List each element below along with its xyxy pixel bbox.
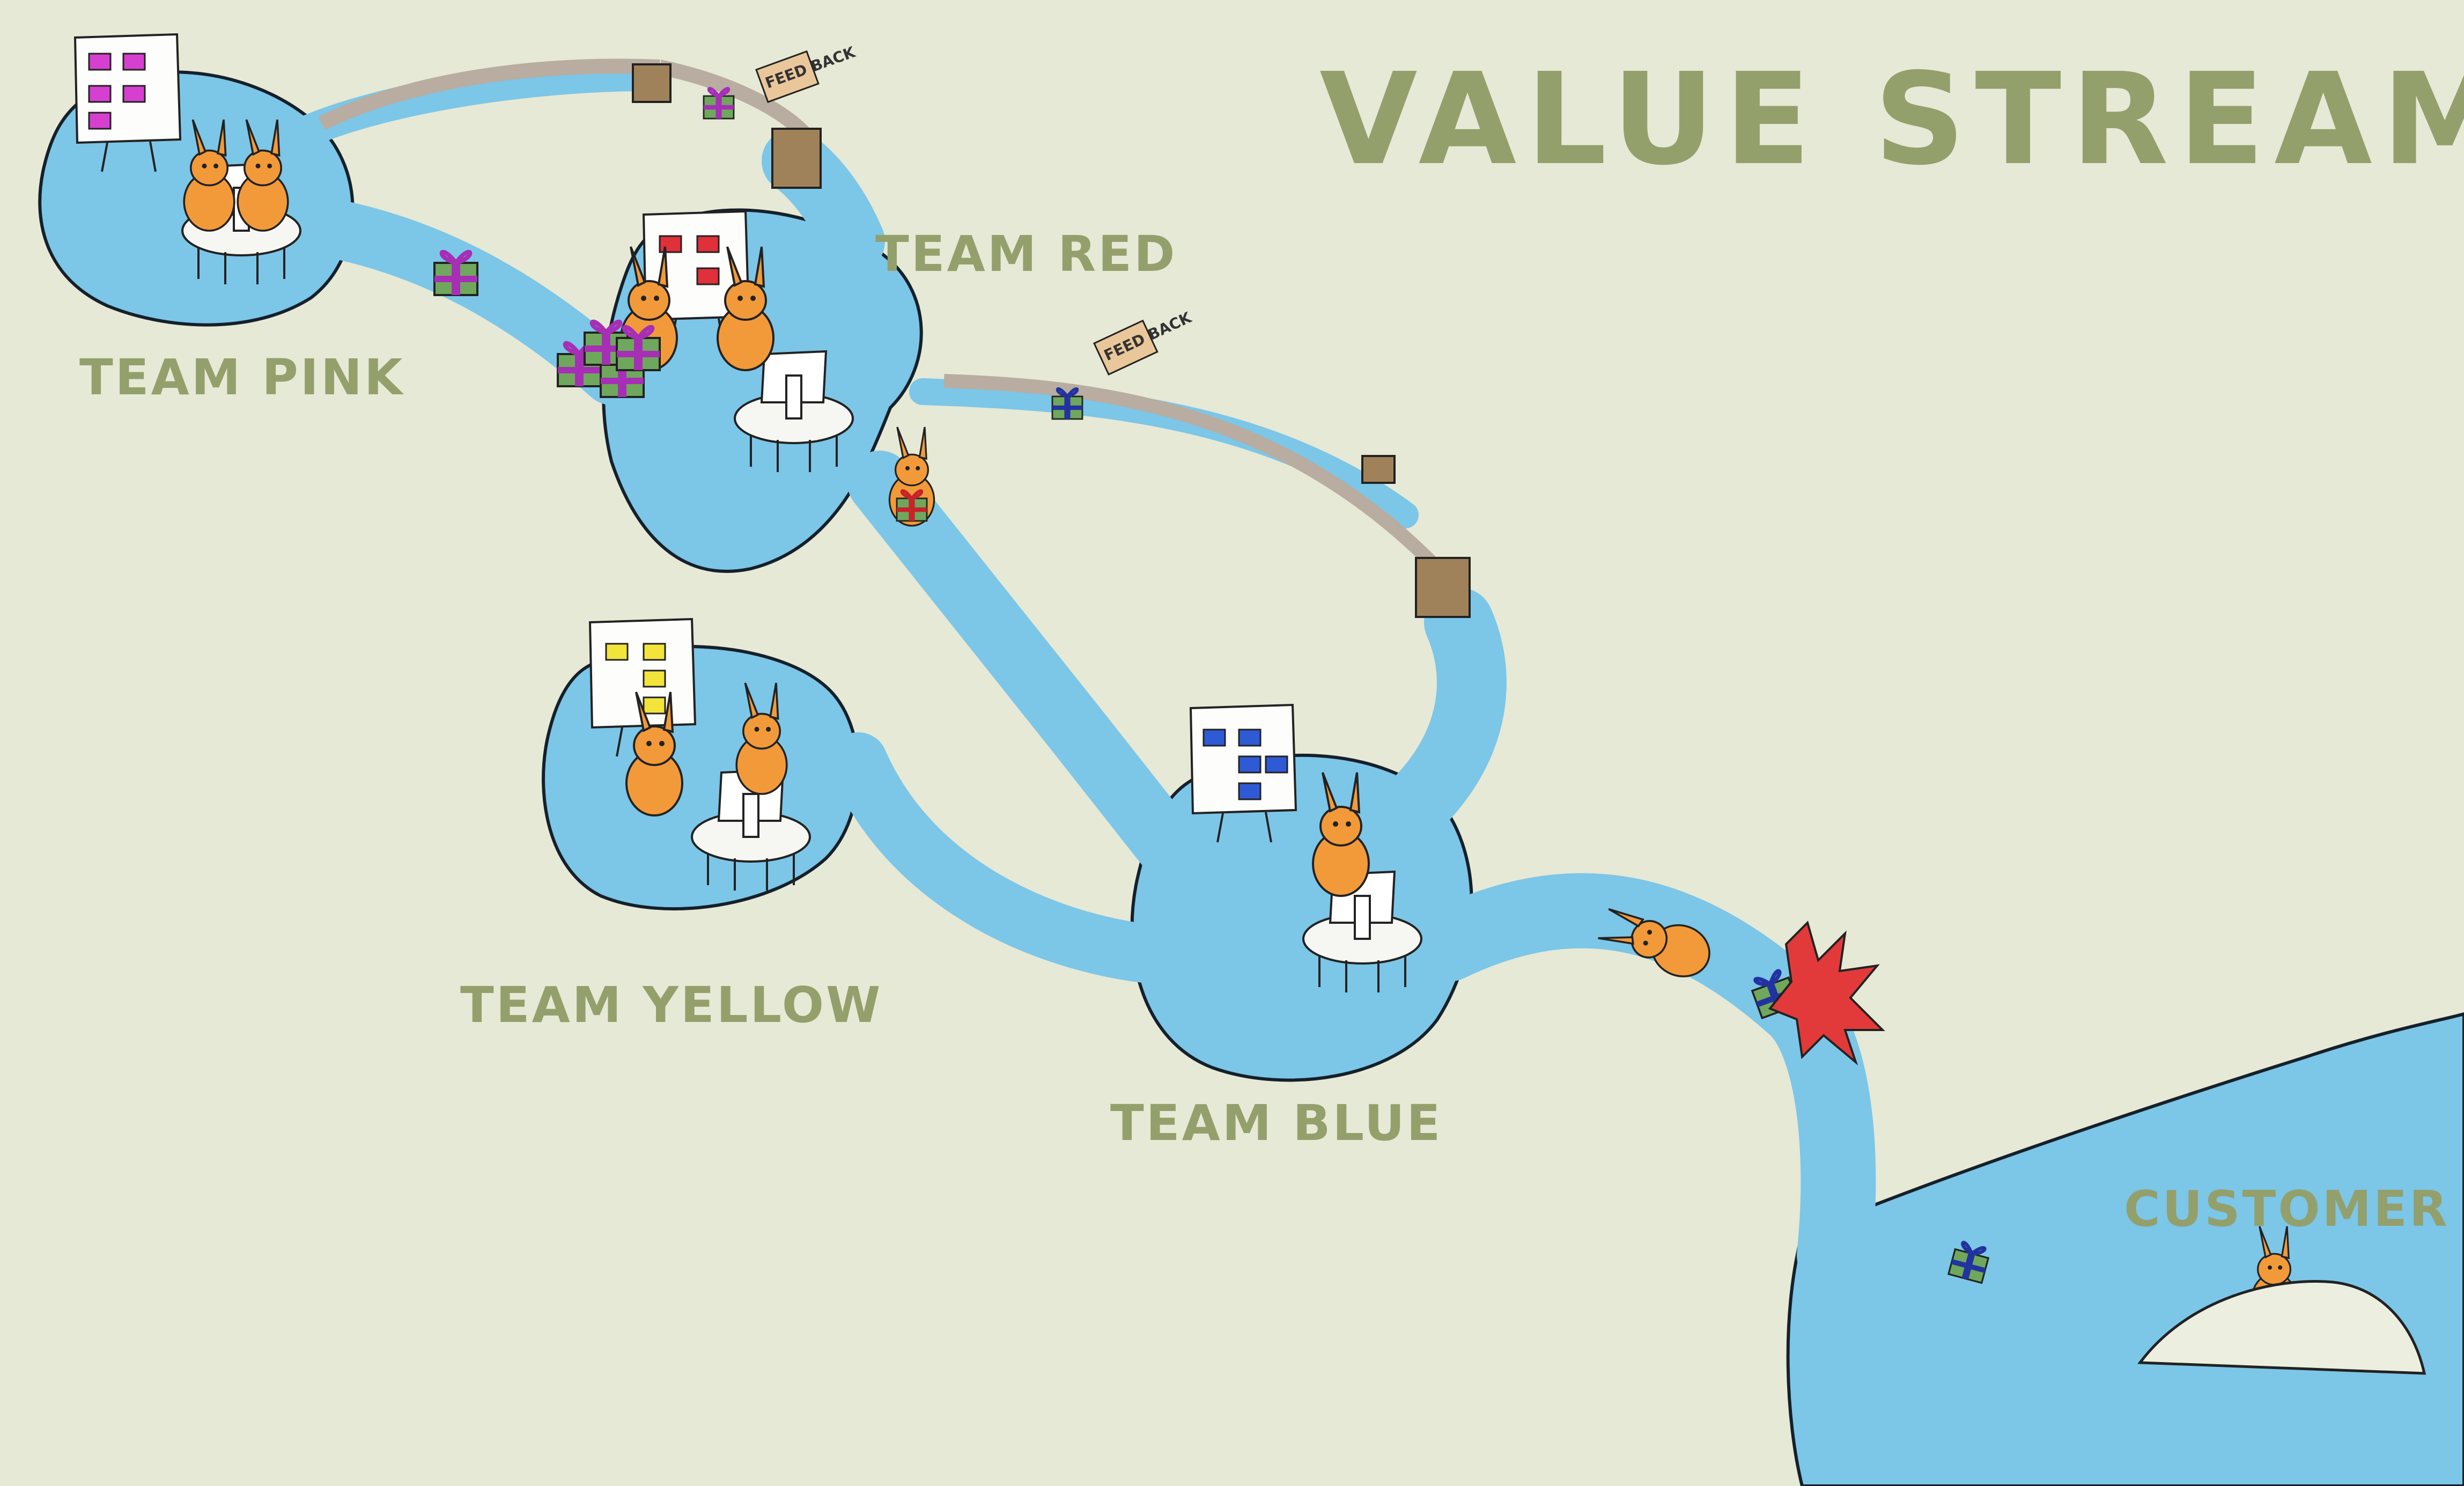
team-pink-label: TEAM PINK [79, 349, 405, 406]
team-red-label: TEAM RED [875, 225, 1177, 283]
crash-burst [1768, 921, 1885, 1066]
feedback-tag-top: FEED BACK [755, 43, 858, 104]
customer-island [2137, 1280, 2426, 1375]
team-yellow-label: TEAM YELLOW [460, 976, 883, 1034]
kanban-board-red [643, 210, 750, 350]
page-title: VALUE STREAM [1319, 46, 2464, 193]
wooden-gates [632, 63, 1471, 618]
kanban-board-pink [74, 33, 181, 173]
feedback-pipes [318, 58, 1454, 584]
pond-customer [1786, 1012, 2464, 1486]
customer-label: CUSTOMER [2124, 1180, 2450, 1238]
feedback-tag-mid: FEED BACK [1093, 308, 1194, 376]
kanban-board-yellow [589, 618, 696, 757]
team-blue-label: TEAM BLUE [1110, 1094, 1443, 1152]
kanban-board-blue [1190, 704, 1297, 843]
